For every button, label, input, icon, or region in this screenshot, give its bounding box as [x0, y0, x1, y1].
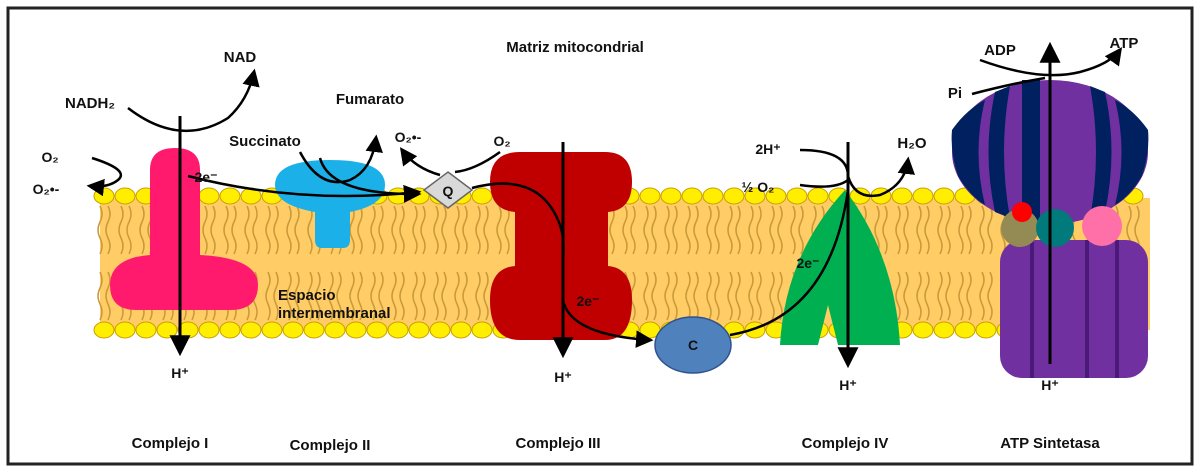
lipid-head [262, 322, 282, 338]
lipid-head [913, 188, 933, 204]
lipid-head [640, 188, 660, 204]
lipid-head [199, 322, 219, 338]
proton-label-1: H⁺ [171, 365, 189, 381]
lipid-head [787, 188, 807, 204]
two-h-label: 2H⁺ [755, 141, 780, 157]
complex-3-label: Complejo III [515, 435, 600, 452]
lipid-head [304, 322, 324, 338]
lipid-head [430, 322, 450, 338]
fumarato-label: Fumarato [336, 91, 404, 108]
c-label: C [688, 337, 698, 353]
lipid-head [199, 188, 219, 204]
synthase-subunit [1036, 209, 1074, 247]
lipid-head [892, 188, 912, 204]
lipid-head [94, 322, 114, 338]
lipid-head [409, 322, 429, 338]
lipid-head [115, 322, 135, 338]
intermembrane-label-2: intermembranal [278, 305, 391, 322]
lipid-head [388, 188, 408, 204]
lipid-head [934, 188, 954, 204]
lipid-head [241, 322, 261, 338]
lipid-head [283, 322, 303, 338]
adp-label: ADP [984, 42, 1016, 59]
lipid-head [451, 322, 471, 338]
nadh-label: NADH₂ [65, 95, 115, 112]
superoxide-left-label: O₂•- [33, 181, 60, 197]
synthase-subunit [1012, 202, 1032, 222]
lipid-head [220, 188, 240, 204]
matrix-label: Matriz mitocondrial [506, 39, 644, 56]
lipid-head [472, 322, 492, 338]
lipid-head [703, 188, 723, 204]
atp-synthase-label: ATP Sintetasa [1000, 435, 1100, 452]
proton-label-3: H⁺ [554, 369, 572, 385]
electrons-complex-3: 2e⁻ [577, 293, 600, 309]
lipid-head [136, 322, 156, 338]
lipid-head [955, 322, 975, 338]
complex-2-label: Complejo II [290, 437, 371, 454]
atp-synthase-stalk [1000, 240, 1148, 378]
complex-4-label: Complejo IV [802, 435, 889, 452]
pi-label: Pi [948, 85, 962, 102]
half-o2-label: ½ O₂ [742, 179, 775, 195]
proton-label-5: H⁺ [1041, 377, 1059, 393]
complex-1-label: Complejo I [132, 435, 209, 452]
water-label: H₂O [897, 135, 926, 152]
lipid-head [913, 322, 933, 338]
lipid-head [325, 322, 345, 338]
proton-label-4: H⁺ [839, 377, 857, 393]
o2-mid-label: O₂ [493, 133, 510, 149]
lipid-head [94, 188, 114, 204]
lipid-head [976, 322, 996, 338]
nad-label: NAD [224, 49, 257, 66]
q-label: Q [443, 183, 454, 199]
lipid-head [808, 188, 828, 204]
lipid-head [346, 322, 366, 338]
lipid-head [472, 188, 492, 204]
lipid-head [388, 322, 408, 338]
o2-left-label: O₂ [41, 149, 58, 165]
lipid-head [157, 322, 177, 338]
succinato-label: Succinato [229, 133, 301, 150]
lipid-head [682, 188, 702, 204]
atp-label: ATP [1110, 35, 1139, 52]
synthase-subunit [1082, 206, 1122, 246]
electrons-complex-1: 2e⁻ [195, 169, 218, 185]
lipid-head [934, 322, 954, 338]
intermembrane-label-1: Espacio [278, 287, 336, 304]
superoxide-mid-label: O₂•- [395, 129, 422, 145]
lipid-head [115, 188, 135, 204]
electrons-complex-4: 2e⁻ [797, 255, 820, 271]
lipid-head [367, 322, 387, 338]
lipid-head [220, 322, 240, 338]
lipid-head [661, 188, 681, 204]
